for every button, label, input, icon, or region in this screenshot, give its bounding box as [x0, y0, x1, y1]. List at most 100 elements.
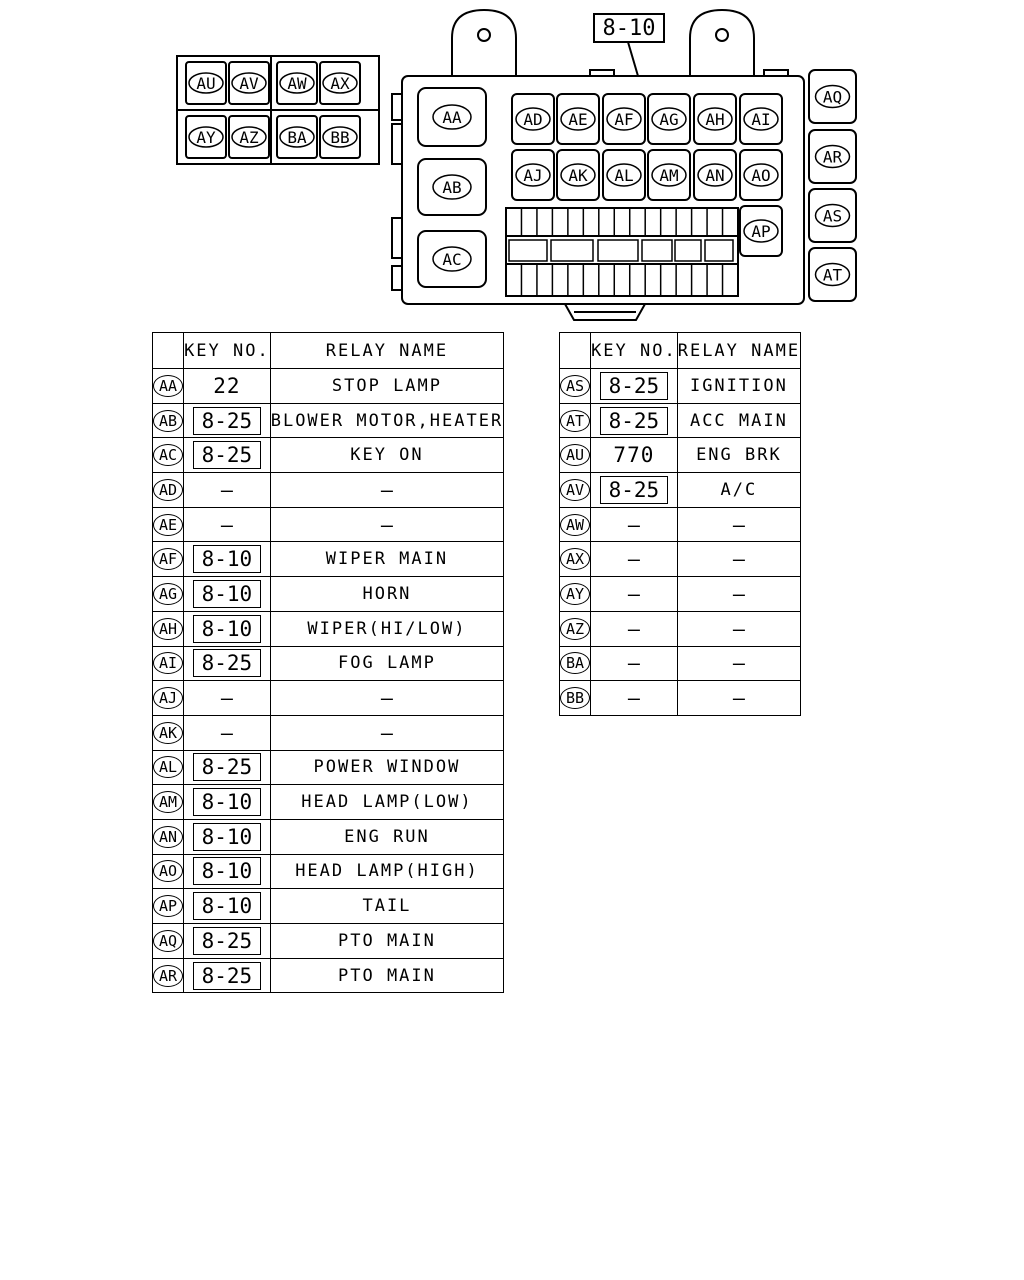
key-no-value: —	[220, 477, 233, 502]
relay-name-cell: —	[269, 680, 505, 716]
relay-code-label: AD	[153, 478, 183, 501]
relay-code-label: AB	[153, 409, 183, 432]
relay-name-cell: HEAD LAMP(LOW)	[269, 784, 505, 820]
relay-box-diagram: AAABACADAJAEAKAFALAGAMAHANAIAOAPAQARASAT…	[176, 8, 857, 321]
relay-code-label: BB	[560, 687, 590, 710]
relay-label: AE	[568, 110, 587, 129]
relay-code-label: AO	[153, 860, 183, 883]
key-no-cell: 8-25	[183, 749, 271, 786]
relay-socket: AC	[417, 230, 487, 288]
key-no-cell: 8-25	[590, 402, 678, 439]
relay-socket: AS	[808, 188, 857, 243]
relay-name: —	[380, 686, 393, 711]
relay-name: STOP LAMP	[331, 375, 443, 396]
relay-code-cell: AG	[151, 576, 185, 612]
key-no-reference: 8-25	[192, 961, 262, 990]
key-no-reference: 8-25	[599, 475, 669, 504]
relay-code-cell: AK	[151, 714, 185, 751]
relay-name-cell: PTO MAIN	[269, 923, 505, 959]
key-no-cell: 8-25	[183, 437, 271, 474]
header-key-no: KEY NO.	[590, 332, 678, 369]
relay-label: AC	[442, 250, 461, 269]
relay-label: AG	[659, 110, 678, 129]
table-row: AE——	[151, 506, 505, 543]
key-no-cell: —	[590, 680, 678, 716]
key-no-cell: 8-10	[183, 610, 271, 647]
relay-name: KEY ON	[350, 445, 424, 466]
relay-code-label: AY	[560, 582, 590, 605]
key-no-reference: 8-10	[192, 788, 262, 817]
relay-code-label: AF	[153, 548, 183, 571]
key-no-reference: 8-10	[192, 892, 262, 921]
table-row: AR 8-25 PTO MAIN	[151, 957, 505, 994]
key-no-reference: 8-10	[192, 545, 262, 574]
relay-name-cell: —	[269, 506, 505, 543]
relay-label: AD	[523, 110, 542, 129]
relay-name-cell: HORN	[269, 576, 505, 612]
table-header-row: KEY NO. RELAY NAME	[151, 332, 505, 369]
relay-name-cell: —	[676, 576, 802, 612]
key-no-cell: 8-25	[590, 368, 678, 404]
relay-label: AZ	[239, 128, 259, 147]
relay-name: HEAD LAMP(HIGH)	[295, 861, 479, 882]
relay-code-cell: AR	[151, 957, 185, 994]
relay-name-cell: —	[676, 541, 802, 578]
relay-name-cell: KEY ON	[269, 437, 505, 474]
relay-name: A/C	[720, 479, 758, 500]
relay-code-label: AR	[153, 964, 183, 987]
relay-name-cell: WIPER MAIN	[269, 541, 505, 578]
relay-socket: AV	[228, 61, 270, 105]
relay-name-cell: —	[269, 714, 505, 751]
relay-code-label: AH	[153, 617, 183, 640]
key-no-cell: 8-10	[183, 888, 271, 924]
relay-socket: AX	[319, 61, 361, 105]
key-no-cell: 8-25	[183, 957, 271, 994]
relay-code-cell: AH	[151, 610, 185, 647]
pointer-label: 8-10	[603, 16, 656, 41]
relay-name-cell: —	[676, 610, 802, 647]
relay-code-cell: AX	[558, 541, 592, 578]
relay-label: AV	[239, 74, 259, 93]
relay-code-cell: AM	[151, 784, 185, 820]
relay-name-cell: —	[676, 506, 802, 543]
key-no-cell: 8-25	[183, 402, 271, 439]
relay-socket: AY	[185, 115, 227, 159]
relay-socket: BA	[276, 115, 318, 159]
relay-name-cell: —	[269, 472, 505, 508]
relay-code-cell: AS	[558, 368, 592, 404]
relay-code-label: AG	[153, 582, 183, 605]
relay-code-cell: AQ	[151, 923, 185, 959]
relay-code-cell: AV	[558, 472, 592, 508]
relay-name: —	[732, 547, 745, 572]
relay-label: AY	[196, 128, 216, 147]
relay-code-label: AZ	[560, 617, 590, 640]
table-header-row: KEY NO. RELAY NAME	[558, 332, 802, 369]
relay-code-cell: AZ	[558, 610, 592, 647]
relay-name: —	[732, 686, 745, 711]
relay-code-label: AW	[560, 513, 590, 536]
key-no-cell: —	[590, 645, 678, 682]
relay-socket: BB	[319, 115, 361, 159]
relay-code-label: AE	[153, 513, 183, 536]
relay-code-cell: AE	[151, 506, 185, 543]
relay-label: AR	[823, 148, 843, 167]
relay-code-cell: AY	[558, 576, 592, 612]
relay-socket: AD	[511, 93, 555, 145]
relay-code-cell: AW	[558, 506, 592, 543]
relay-name-cell: ACC MAIN	[676, 402, 802, 439]
relay-name: —	[380, 720, 393, 745]
relay-name: PTO MAIN	[338, 965, 436, 986]
key-no-reference: 8-25	[599, 371, 669, 400]
key-no-cell: —	[590, 610, 678, 647]
relay-name-cell: ENG RUN	[269, 818, 505, 855]
key-no-value: —	[627, 581, 640, 606]
relay-label: AH	[705, 110, 724, 129]
relay-name: —	[732, 651, 745, 676]
relay-code-cell: BB	[558, 680, 592, 716]
